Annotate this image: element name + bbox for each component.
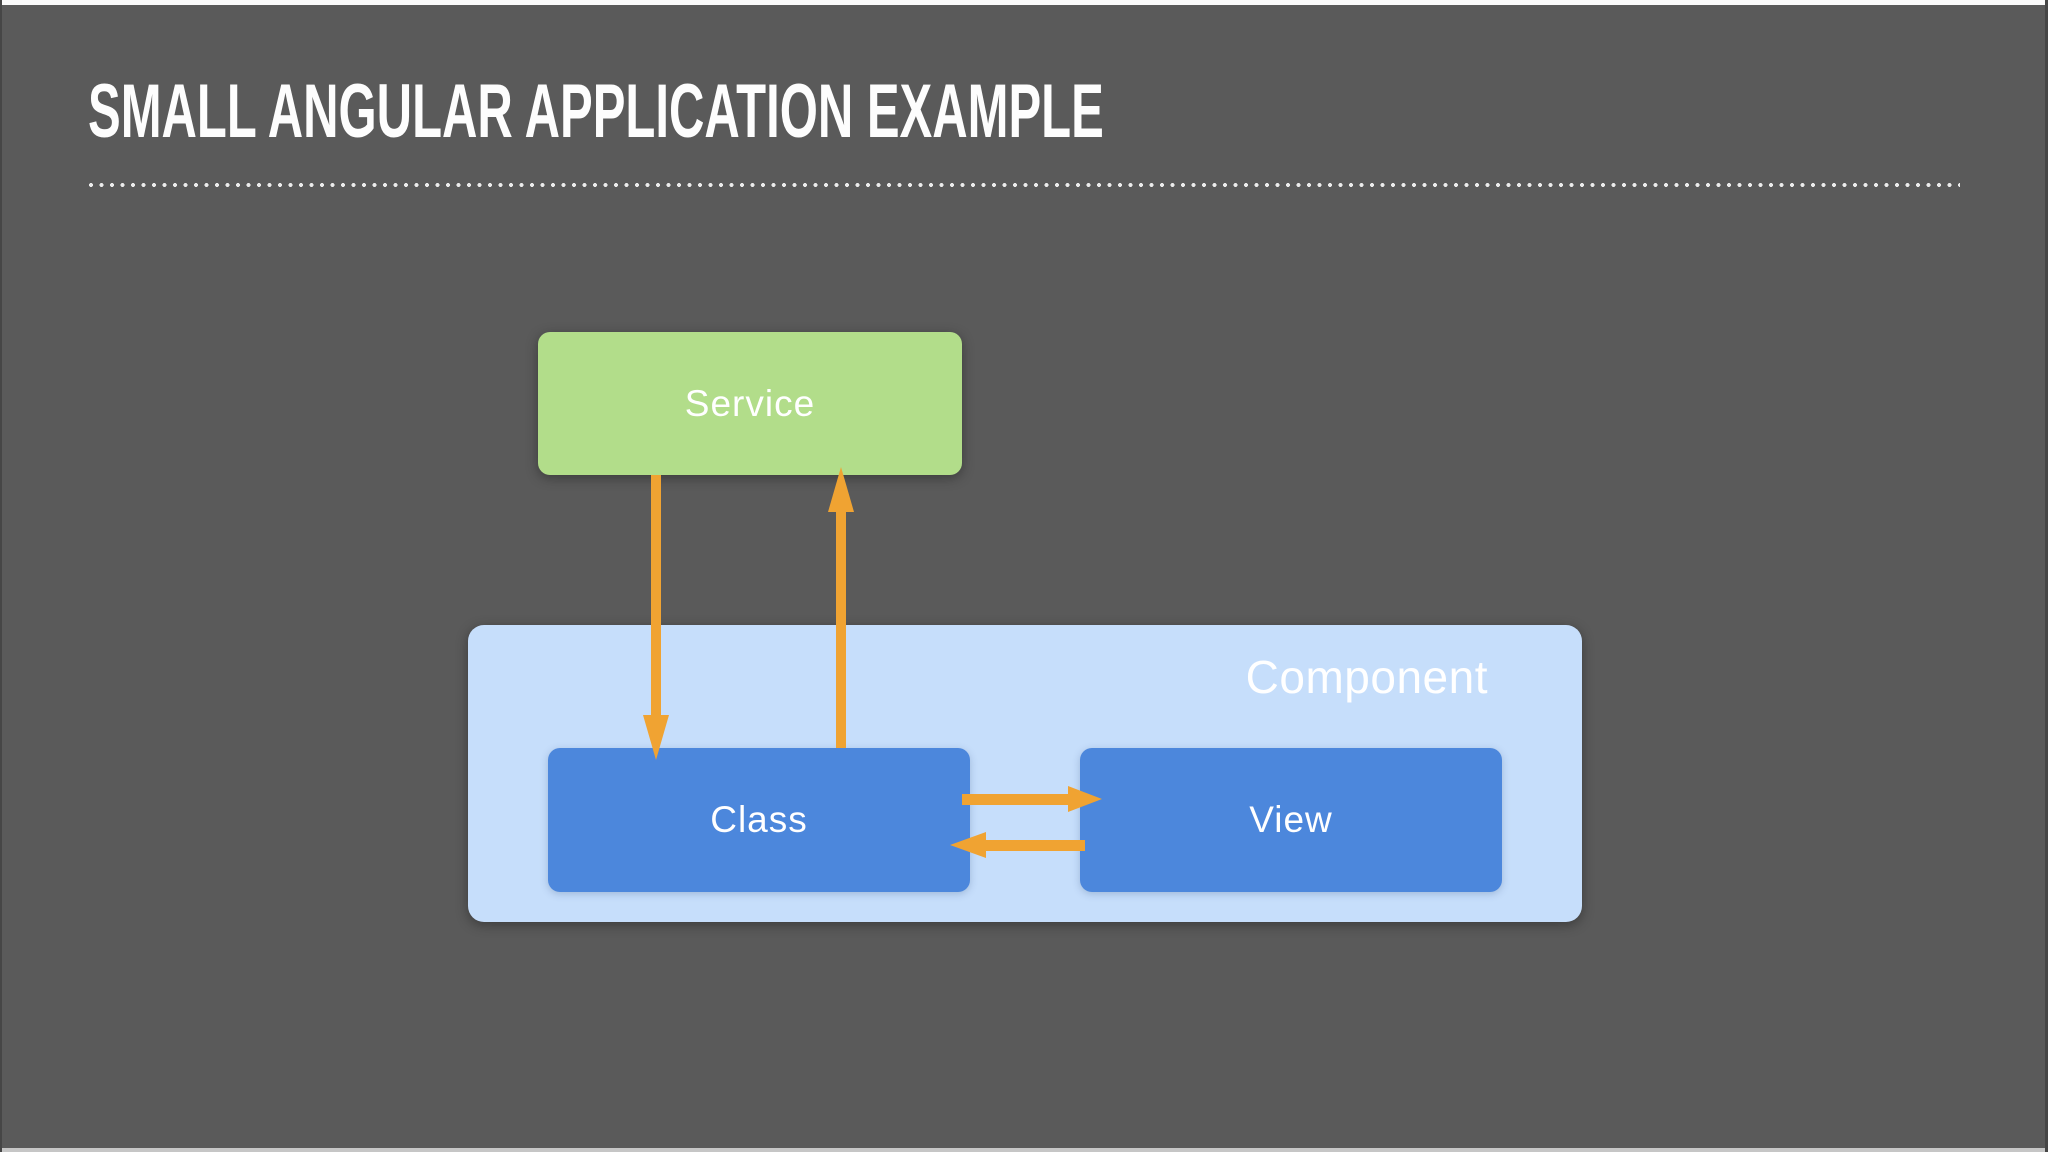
class-label: Class [710,799,808,840]
arrow-line [651,475,661,717]
component-label: Component [1245,651,1488,703]
title-divider [88,182,1960,188]
service-label: Service [684,382,816,424]
arrow-head-left-icon [950,832,986,858]
arrow-line [986,840,1085,851]
arrow-head-down-icon [643,715,669,760]
right-border-line [2045,0,2048,1152]
view-box: View [1080,748,1502,892]
bottom-border-strip [0,1148,2048,1152]
page-title: SMALL ANGULAR APPLICATION EXAMPLE [88,69,1104,154]
arrow-head-right-icon [1068,786,1102,812]
arrow-head-up-icon [828,467,854,512]
arrow-line [962,794,1070,805]
arrow-line [836,510,846,748]
left-border-line [0,0,2,1152]
service-box: Service [538,332,962,475]
class-box: Class [548,748,970,892]
component-container: Component Class View [468,625,1582,922]
top-border-strip [0,0,2048,5]
view-label: View [1249,799,1333,840]
